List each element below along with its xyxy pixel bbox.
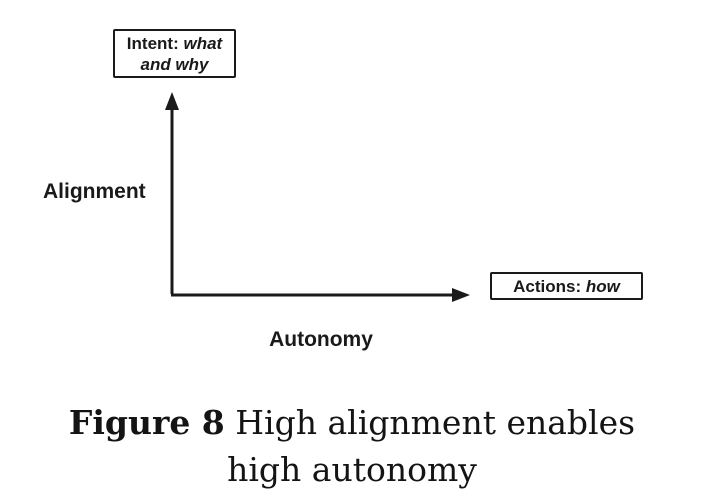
figure-caption-number: Figure 8 xyxy=(68,403,225,442)
x-axis-label: Autonomy xyxy=(269,328,373,351)
intent-box-italic-line2: and why xyxy=(140,54,209,74)
figure-caption-line2: high autonomy xyxy=(227,450,477,489)
figure-caption-line1-text: High alignment enables xyxy=(235,403,636,442)
y-axis-label: Alignment xyxy=(43,180,146,203)
axes-graphic xyxy=(165,92,470,302)
actions-box-italic: how xyxy=(585,276,620,296)
x-axis-arrowhead-icon xyxy=(452,288,470,302)
intent-box-italic-line1: what xyxy=(183,33,223,53)
actions-box-prefix: Actions: xyxy=(513,276,582,296)
intent-box-prefix: Intent: xyxy=(126,33,179,53)
figure-caption-line1: Figure 8 High alignment enables xyxy=(0,399,704,446)
y-axis-arrowhead-icon xyxy=(165,92,179,110)
actions-box-text: Actions: how xyxy=(513,278,620,295)
intent-box: Intent: what and why xyxy=(113,29,236,78)
figure-caption: Figure 8 High alignment enables high aut… xyxy=(0,399,704,493)
actions-box: Actions: how xyxy=(490,272,643,300)
intent-box-text: Intent: what and why xyxy=(127,33,222,75)
